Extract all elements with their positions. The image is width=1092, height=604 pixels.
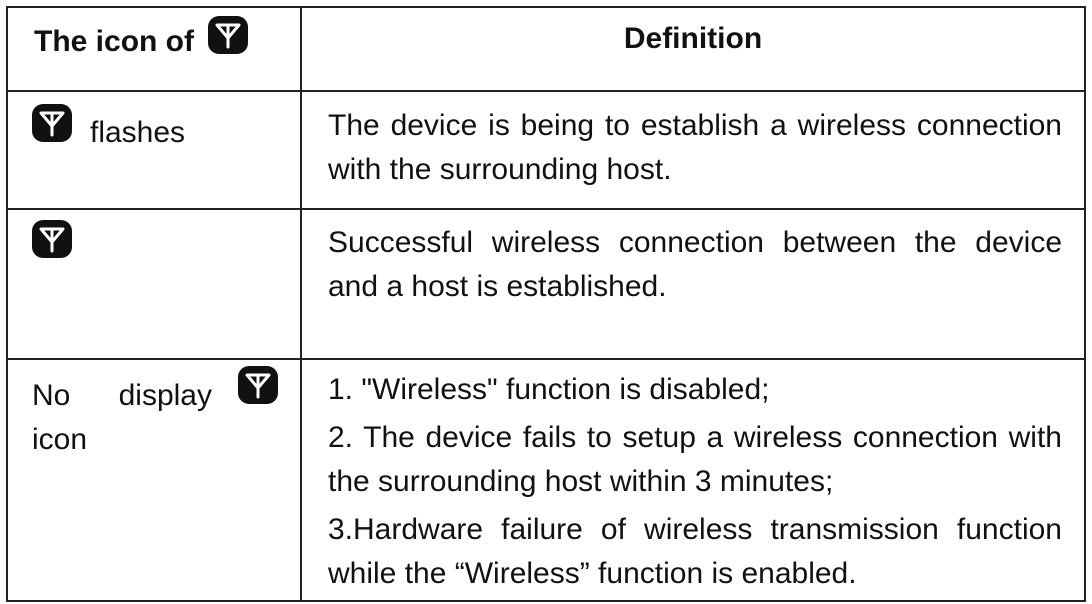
icon-state-cell: flashes bbox=[6, 90, 302, 210]
definition-cell: Successful wireless connection between t… bbox=[300, 208, 1086, 360]
definition-text: The device is being to establish a wirel… bbox=[328, 109, 1062, 186]
definition-item-1: 1. "Wireless" function is disabled; bbox=[328, 373, 770, 406]
antenna-icon bbox=[208, 16, 248, 54]
table-header-row: The icon of Definition bbox=[6, 6, 1086, 92]
definition-text: Successful wireless connection between t… bbox=[328, 226, 1062, 303]
definition-item-3: 3.Hardware failure of wireless transmiss… bbox=[328, 513, 1062, 590]
icon-state-label: flashes bbox=[90, 116, 186, 149]
table-row: flashes The device is being to establish… bbox=[6, 90, 1086, 210]
table-row: Successful wireless connection between t… bbox=[6, 208, 1086, 360]
header-icon-label: The icon of bbox=[34, 24, 194, 58]
antenna-icon bbox=[238, 366, 278, 404]
definition-cell: The device is being to establish a wirel… bbox=[300, 90, 1086, 210]
header-definition-column: Definition bbox=[300, 6, 1086, 92]
state-word-no: No bbox=[32, 379, 71, 412]
definition-cell: 1. "Wireless" function is disabled; 2. T… bbox=[300, 358, 1086, 602]
table-row: No display icon 1. "Wireless" function i… bbox=[6, 358, 1086, 602]
state-word-display: display bbox=[118, 379, 212, 412]
header-icon-column: The icon of bbox=[6, 6, 302, 92]
definition-item-2: 2. The device fails to setup a wireless … bbox=[328, 421, 1062, 498]
icon-state-label: No display icon bbox=[32, 374, 212, 462]
icon-state-cell bbox=[6, 208, 302, 360]
icon-state-cell: No display icon bbox=[6, 358, 302, 602]
icon-definition-table: The icon of Definition flashes The devic… bbox=[6, 6, 1086, 602]
header-definition-label: Definition bbox=[623, 22, 763, 55]
antenna-icon bbox=[32, 220, 72, 258]
state-word-icon: icon bbox=[32, 423, 88, 456]
antenna-icon bbox=[32, 104, 72, 142]
